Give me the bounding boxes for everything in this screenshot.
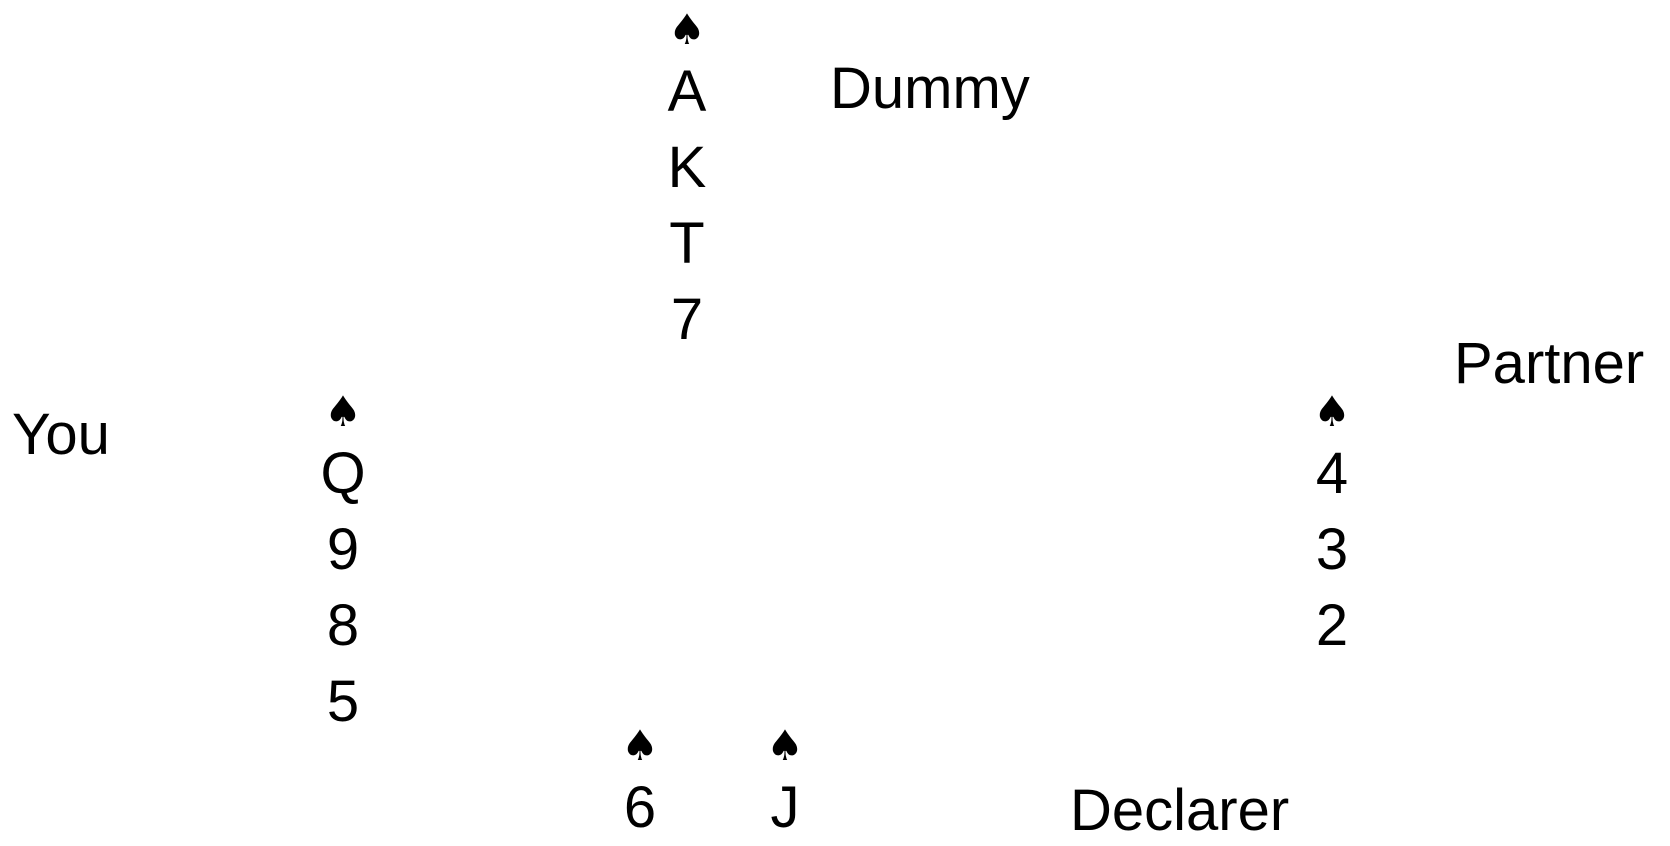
dummy-card: T	[669, 211, 705, 276]
declarer-card: 6	[623, 775, 657, 840]
dummy-label: Dummy	[830, 56, 1030, 121]
partner-label: Partner	[1454, 331, 1645, 396]
partner-card: 2	[1315, 593, 1349, 658]
spade-icon: ♠	[1313, 387, 1351, 436]
spade-icon: ♠	[621, 721, 659, 770]
dummy-card: K	[667, 135, 707, 200]
declarer-label: Declarer	[1070, 778, 1290, 843]
you-label: You	[12, 402, 110, 467]
spade-icon: ♠	[324, 387, 362, 436]
your-card: Q	[320, 441, 366, 506]
dummy-card: 7	[670, 287, 704, 352]
partner-card: 4	[1315, 441, 1349, 506]
your-hand: ♠ Q 9 8 5	[313, 388, 373, 740]
partner-hand: ♠ 4 3 2	[1302, 388, 1362, 664]
declarer-card: J	[770, 775, 800, 840]
declarer-hand-left: ♠ 6	[610, 722, 670, 846]
declarer-hand-right: ♠ J	[755, 722, 815, 846]
your-card: 8	[326, 593, 360, 658]
spade-icon: ♠	[766, 721, 804, 770]
spade-icon: ♠	[668, 5, 706, 54]
dummy-hand: ♠ A K T 7	[657, 6, 717, 358]
your-card: 5	[326, 669, 360, 734]
dummy-card: A	[667, 59, 707, 124]
your-card: 9	[326, 517, 360, 582]
partner-card: 3	[1315, 517, 1349, 582]
